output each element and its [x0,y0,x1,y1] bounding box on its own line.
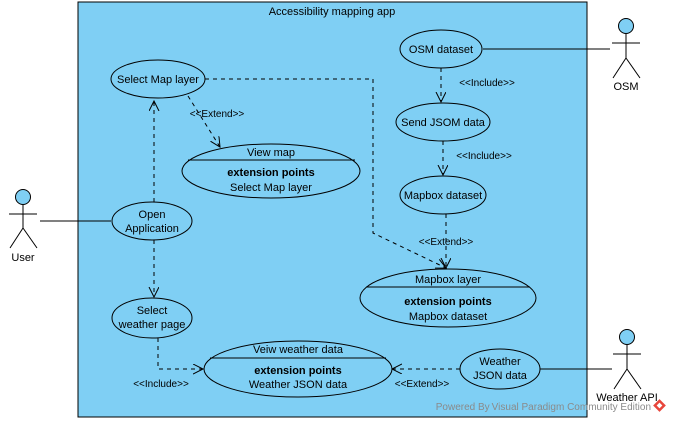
usecase-mapbox-dataset[interactable]: Mapbox dataset [399,175,487,215]
svg-text:Mapbox dataset: Mapbox dataset [404,190,482,202]
actor-weather-api-head-icon [619,329,635,345]
svg-text:Application: Application [125,223,179,235]
actor-weather-api[interactable]: Weather API [596,329,658,405]
svg-text:Select: Select [137,305,168,317]
system-title: Accessibility mapping app [269,6,396,18]
actor-user-label: User [11,252,35,264]
svg-text:Mapbox dataset: Mapbox dataset [409,311,487,323]
svg-text:Select Map layer: Select Map layer [230,182,312,194]
svg-text:View map: View map [247,147,295,159]
svg-text:Veiw weather data: Veiw weather data [253,344,344,356]
svg-text:weather page: weather page [118,319,186,331]
dep-weather-page-to-view-weather [157,338,203,369]
actor-weather-api-label: Weather API [596,392,658,404]
actor-user[interactable]: User [9,189,38,265]
dep-select-map-to-view-map [187,95,220,147]
stereotype-extend-weather-json: <<Extend>> [395,379,450,390]
stereotype-include-send-mapbox: <<Include>> [456,151,512,162]
stereotype-extend-view-map: <<Extend>> [190,109,245,120]
svg-text:Send JSOM data: Send JSOM data [401,117,486,129]
svg-text:Weather JSON data: Weather JSON data [249,379,348,391]
usecase-select-weather-page[interactable]: Select weather page [111,297,193,339]
usecase-send-json-data[interactable]: Send JSOM data [395,102,491,142]
stereotype-extend-mapbox-layer: <<Extend>> [419,237,474,248]
usecase-view-weather-data[interactable]: Veiw weather data extension points Weath… [203,340,393,398]
svg-text:JSON data: JSON data [473,370,528,382]
dep-select-map-to-mapbox-layer [205,78,446,268]
footer-watermark: Powered By Visual Paradigm Community Edi… [436,402,651,413]
actor-user-head-icon [15,189,31,205]
usecase-select-map-layer[interactable]: Select Map layer [110,59,206,99]
actor-osm-head-icon [618,18,634,34]
usecase-weather-json-data[interactable]: Weather JSON data [459,348,541,390]
svg-text:extension points: extension points [404,296,491,308]
usecase-open-application[interactable]: Open Application [111,201,193,241]
usecase-mapbox-layer[interactable]: Mapbox layer extension points Mapbox dat… [359,268,537,328]
stereotype-include-weather: <<Include>> [133,379,189,390]
svg-text:Weather: Weather [479,356,521,368]
svg-text:extension points: extension points [227,167,314,179]
usecase-view-map[interactable]: View map extension points Select Map lay… [181,143,361,199]
usecase-osm-dataset[interactable]: OSM dataset [399,29,483,69]
svg-text:extension points: extension points [254,365,341,377]
svg-text:OSM dataset: OSM dataset [409,44,473,56]
svg-text:Select Map layer: Select Map layer [117,74,199,86]
actor-osm-label: OSM [613,81,638,93]
stereotype-include-osm-send: <<Include>> [459,78,515,89]
actor-osm[interactable]: OSM [612,18,641,94]
svg-text:Mapbox layer: Mapbox layer [415,274,481,286]
svg-text:Open: Open [139,209,166,221]
